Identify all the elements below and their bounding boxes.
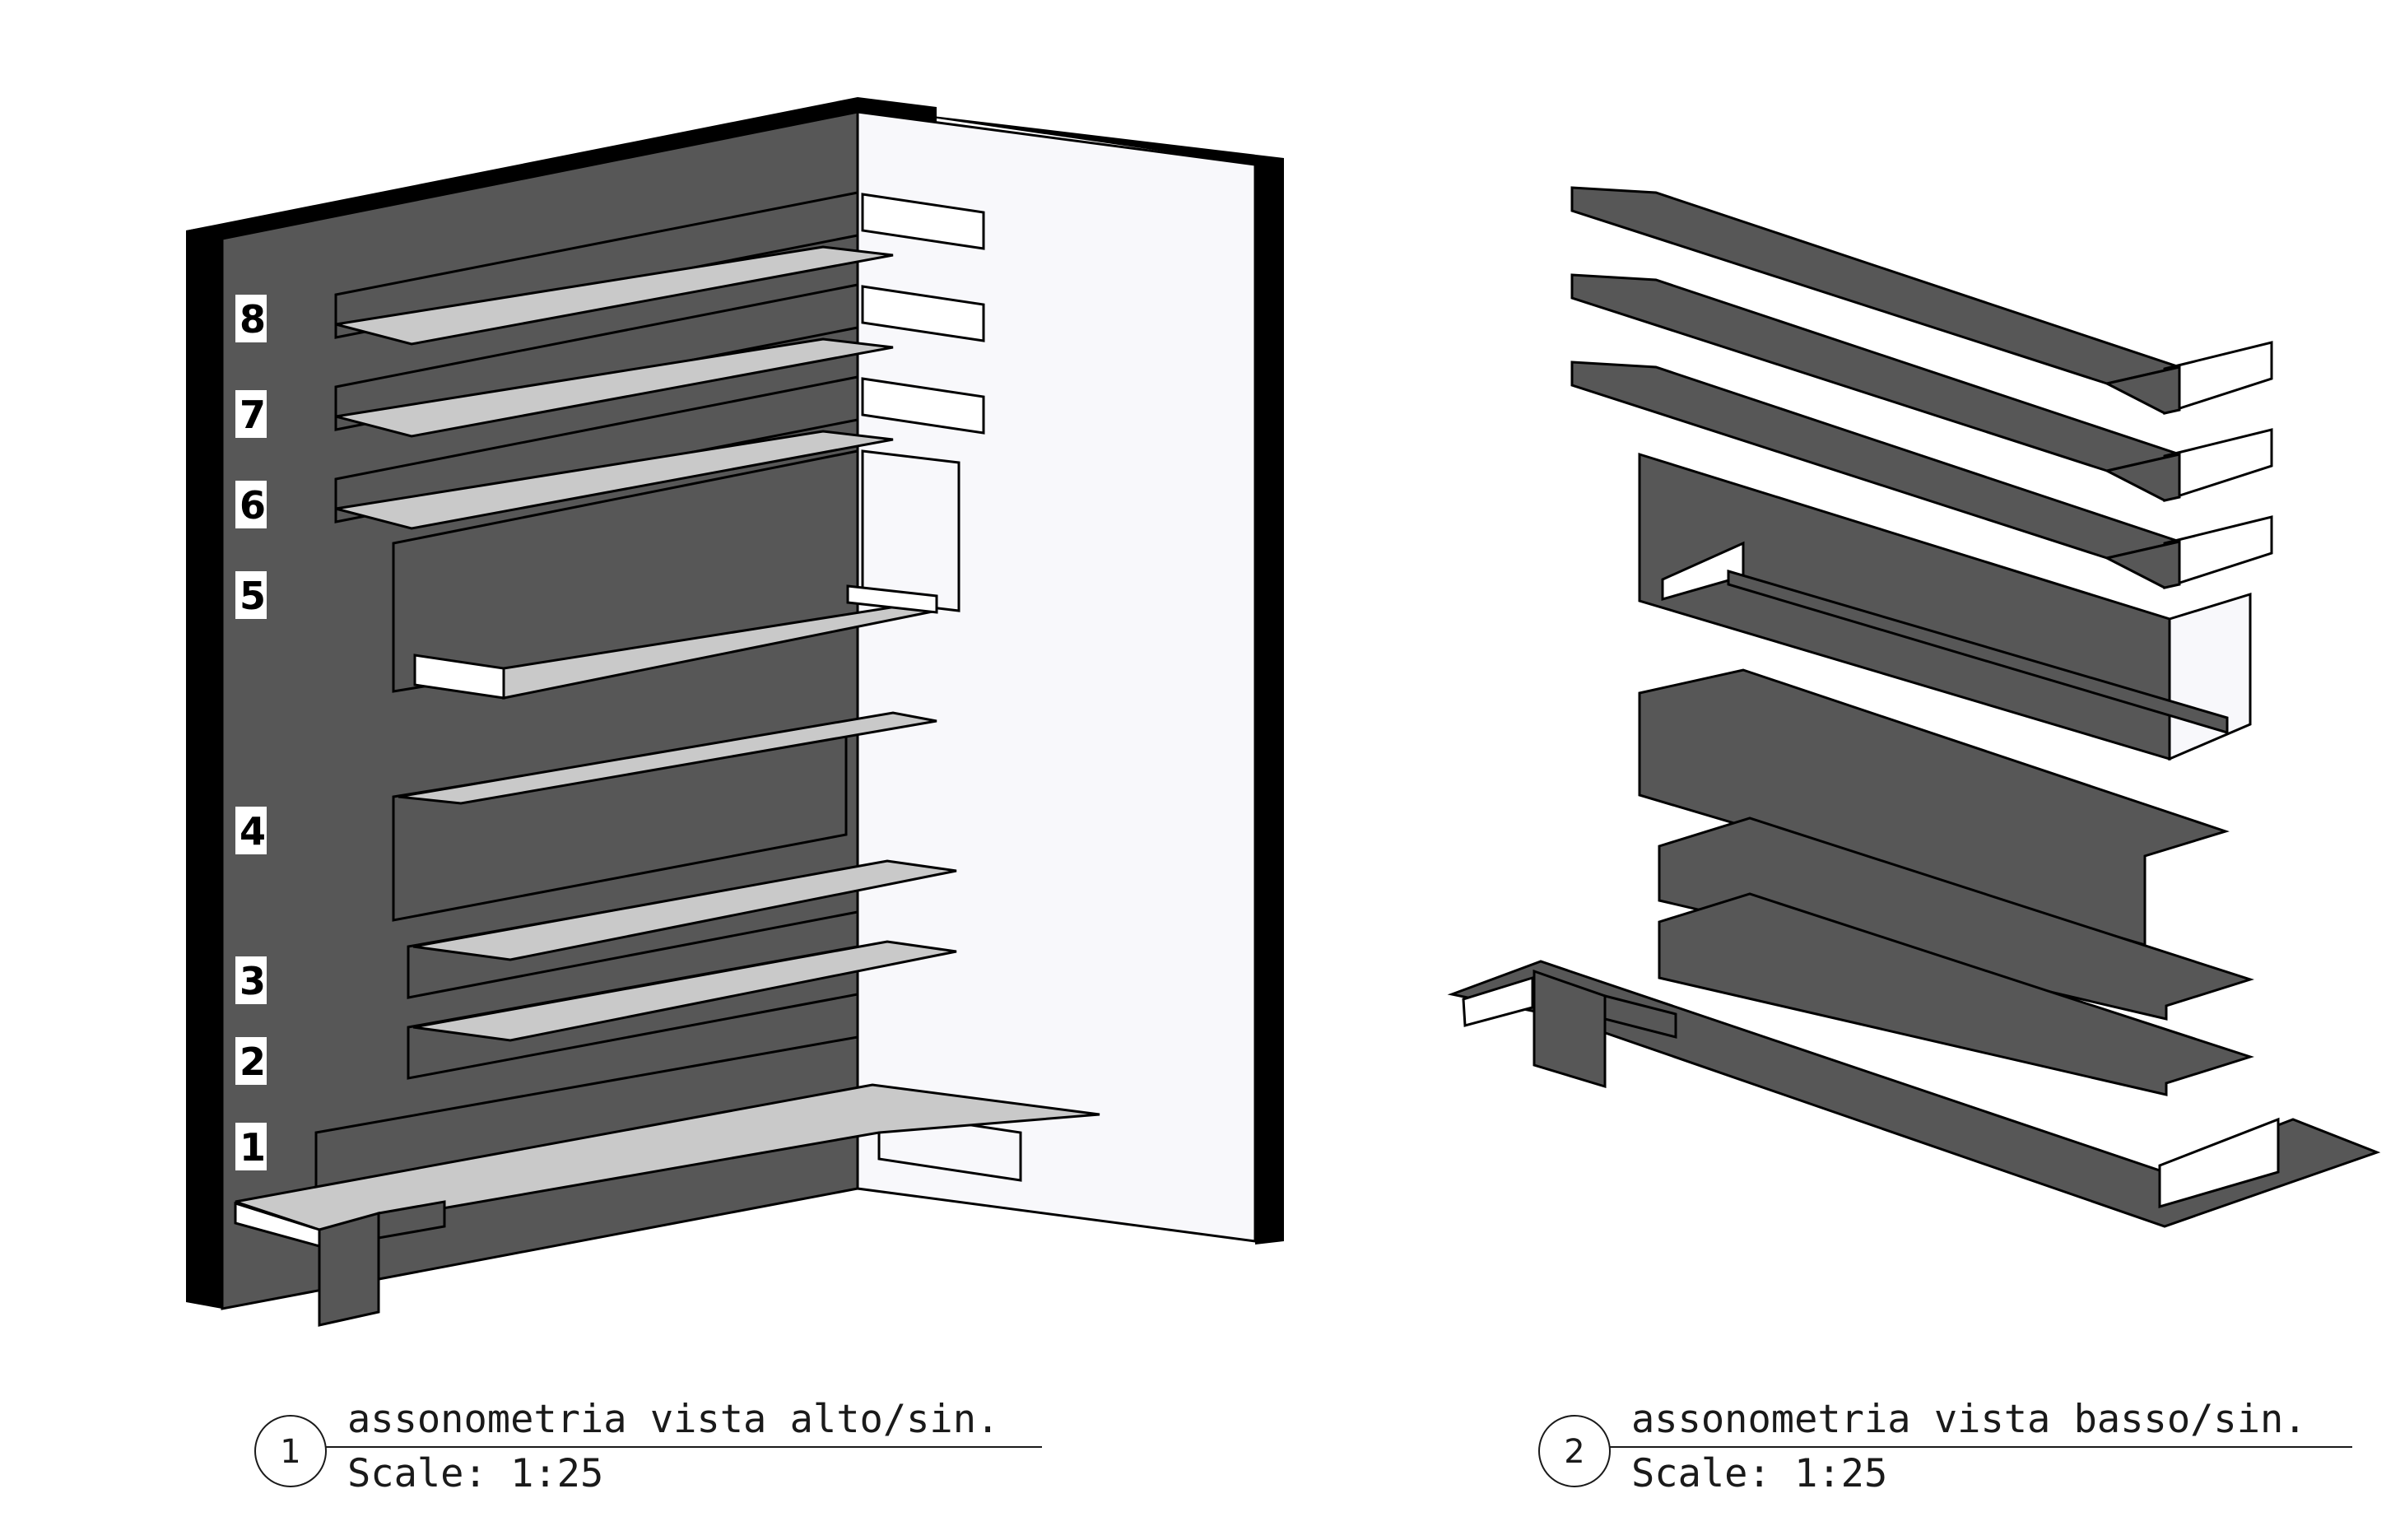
view-1-bench-leg <box>318 1212 380 1327</box>
shelf-label-bg-1 <box>235 1123 267 1170</box>
view-2-shelf-3 <box>1658 817 2254 1021</box>
view-2-channel-1-side <box>2103 365 2181 415</box>
shelf-label-bg-8 <box>235 295 267 342</box>
view-2-title: assonometria vista basso/sin. <box>1631 1397 2307 1442</box>
view-2-number-circle <box>1538 1415 1611 1487</box>
shelf-label-bg-2 <box>235 1037 267 1085</box>
view-2-shelf-2 <box>1658 892 2254 1096</box>
view-2-title-block: 2 assonometria vista basso/sin. Scale: 1… <box>1538 1397 2352 1496</box>
shelf-label-1: 1 <box>240 1125 266 1170</box>
view-1-title: assonometria vista alto/sin. <box>347 1397 999 1442</box>
view-2-bench-leg <box>1533 969 1607 1089</box>
shelf-label-7: 7 <box>240 393 266 437</box>
view-1-side-notch-6 <box>861 377 985 435</box>
view-1-shelf-7-top <box>335 337 894 438</box>
shelf-label-bg-3 <box>235 956 267 1004</box>
view-1-shelf-labels: 8 7 6 5 4 3 2 1 <box>235 295 267 1170</box>
shelf-label-4: 4 <box>240 809 266 854</box>
view-1-scale: Scale: 1:25 <box>347 1451 603 1496</box>
view-1-side-notch-8 <box>861 193 985 250</box>
shelf-label-bg-4 <box>235 807 267 854</box>
view-1-shelf-8-top <box>335 245 894 346</box>
view-1-side-wall <box>856 110 1257 1243</box>
view-2-axonometry <box>1447 186 2381 1228</box>
view-2-number: 2 <box>1564 1433 1584 1471</box>
shelf-label-3: 3 <box>240 959 266 1003</box>
shelf-label-bg-5 <box>235 571 267 619</box>
view-2-channel-2-side <box>2103 453 2181 502</box>
view-1-axonometry: 8 7 6 5 4 3 2 1 <box>186 97 1284 1327</box>
view-2-scale: Scale: 1:25 <box>1631 1451 1887 1496</box>
shelf-label-2: 2 <box>240 1040 266 1084</box>
shelf-label-bg-6 <box>235 481 267 528</box>
shelf-label-bg-7 <box>235 390 267 438</box>
view-2-bench-end-right <box>2158 1117 2280 1208</box>
shelf-label-6: 6 <box>240 483 266 528</box>
view-2-channel-3-side <box>2103 540 2181 589</box>
view-2-box-5-front <box>2168 592 2252 761</box>
view-2-bench <box>1447 960 2381 1228</box>
view-1-shelf-2-top <box>412 940 957 1042</box>
view-1-number-circle <box>254 1415 327 1487</box>
view-1-title-block: 1 assonometria vista alto/sin. Scale: 1:… <box>254 1397 1042 1496</box>
view-2-bench-bracket <box>1603 994 1677 1039</box>
view-1-shelf-6-top <box>335 430 894 530</box>
shelf-label-5: 5 <box>240 574 266 618</box>
view-2-box-4 <box>1638 668 2230 947</box>
shelf-label-8: 8 <box>240 297 266 342</box>
view-1-shelf-5-right-end <box>846 584 938 614</box>
view-1-bench-bracket <box>377 1200 446 1240</box>
view-1-wall-left-edge <box>186 224 222 1309</box>
view-1-shelf-3-top <box>412 859 957 961</box>
view-2-box-5-lip <box>1727 569 2229 735</box>
view-1-shelf-5-end <box>413 654 505 700</box>
view-1-side-frame-5 <box>861 449 960 612</box>
view-1-number: 1 <box>280 1433 300 1471</box>
view-1-side-notch-7 <box>861 285 985 342</box>
view-2-bench-end-left <box>1462 975 1534 1027</box>
view-1-shelf-4-top <box>398 711 937 805</box>
